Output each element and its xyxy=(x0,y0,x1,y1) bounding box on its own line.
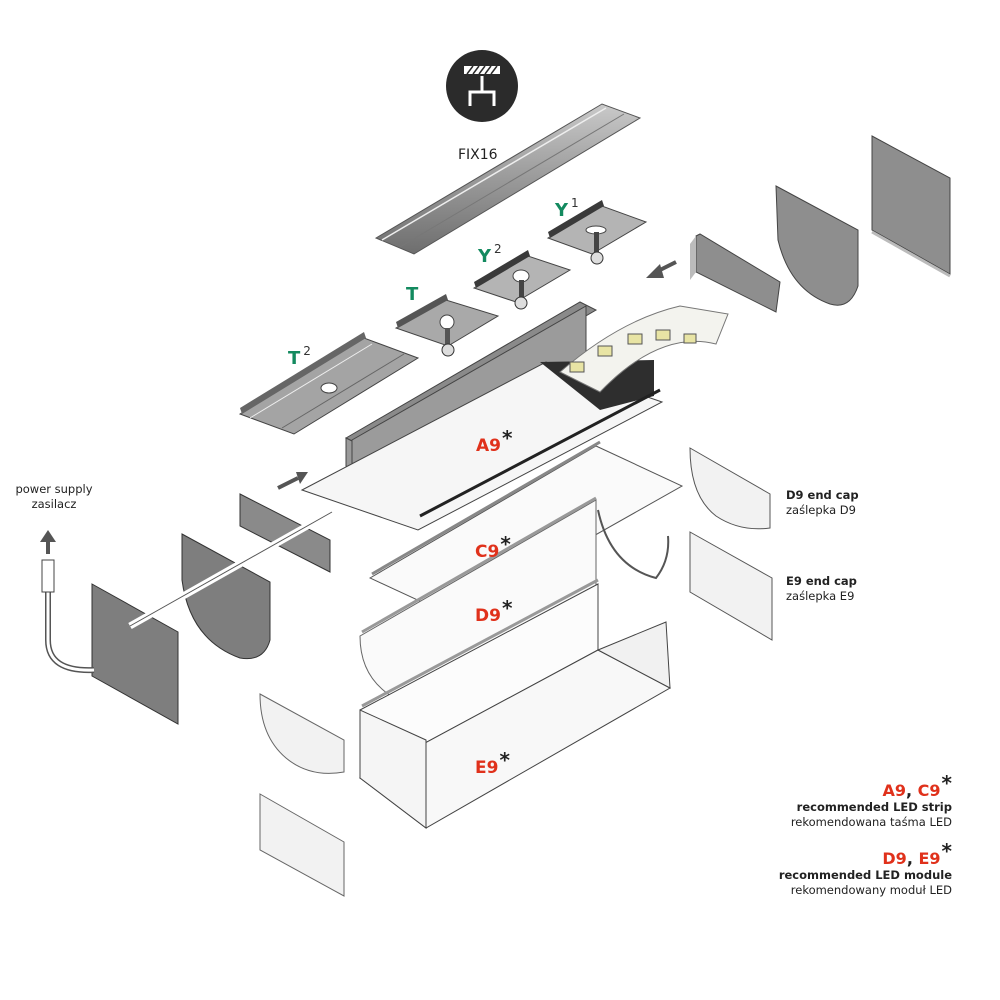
profile-code: A9 xyxy=(476,436,501,456)
end-cap-d9 xyxy=(689,447,771,530)
d9-cap-label: D9 end cap zaślepka D9 xyxy=(786,488,859,518)
legend-module-pl: rekomendowany moduł LED xyxy=(790,883,952,897)
bracket-sup: 1 xyxy=(571,196,579,210)
profile-code: E9 xyxy=(475,758,499,778)
profile-d9-label: D9* xyxy=(475,596,512,626)
profile-code: C9 xyxy=(475,542,500,562)
bracket-letter: Y xyxy=(478,246,492,267)
e9-cap-en: E9 end cap xyxy=(786,574,857,588)
insert-arrow xyxy=(646,260,677,278)
feed-cap-strip xyxy=(239,493,331,573)
end-cap-a9-small xyxy=(690,233,781,313)
cover-e9 xyxy=(359,578,672,830)
power-supply-en: power supply xyxy=(15,482,93,496)
bracket-y1 xyxy=(546,200,648,265)
legend-module-en: recommended LED module xyxy=(778,868,952,882)
bracket-letter: Y xyxy=(555,200,569,221)
fix16-label: FIX16 xyxy=(458,147,498,163)
legend-code: A9 xyxy=(882,781,906,800)
d9-cap-pl: zaślepka D9 xyxy=(786,503,856,517)
bracket-y2 xyxy=(472,250,572,310)
end-cap-d9-left xyxy=(259,693,345,774)
profile-e9-label: E9* xyxy=(475,748,510,778)
legend-strip-pl: rekomendowana taśma LED xyxy=(790,815,952,829)
end-cap-a9-round xyxy=(775,185,859,306)
ceiling-mount-icon xyxy=(446,50,518,122)
bracket-t-label: T xyxy=(406,284,418,305)
asterisk: * xyxy=(502,426,513,450)
e9-cap-label: E9 end cap zaślepka E9 xyxy=(786,574,857,604)
feed-cap-round xyxy=(181,533,271,660)
power-cable xyxy=(41,508,334,674)
bracket-letter: T xyxy=(406,284,419,305)
legend-led-module: D9, E9* recommended LED module rekomendo… xyxy=(760,841,952,898)
legend-code: D9 xyxy=(882,849,907,868)
end-cap-a9-square xyxy=(871,135,951,278)
bracket-t2 xyxy=(238,332,420,435)
legend-sep: , xyxy=(906,781,918,800)
bracket-letter: T xyxy=(288,348,301,369)
profile-code: D9 xyxy=(475,606,501,626)
legend-strip-en: recommended LED strip xyxy=(796,800,952,814)
insert-arrow-left xyxy=(277,472,308,490)
power-supply-label: power supply zasilacz xyxy=(6,482,102,512)
asterisk: * xyxy=(941,771,952,795)
asterisk: * xyxy=(500,532,511,556)
asterisk: * xyxy=(499,748,510,772)
power-arrow-up-icon xyxy=(40,530,56,554)
power-supply-pl: zasilacz xyxy=(31,497,77,511)
profile-c9-label: C9* xyxy=(475,532,511,562)
asterisk: * xyxy=(501,596,513,620)
legend-led-strip: A9, C9* recommended LED strip rekomendow… xyxy=(760,773,952,830)
legend-code: C9 xyxy=(917,781,941,800)
bracket-sup: 2 xyxy=(494,242,502,256)
d9-cap-en: D9 end cap xyxy=(786,488,859,502)
profile-a9-label: A9* xyxy=(476,426,512,456)
end-cap-e9 xyxy=(689,531,773,641)
e9-cap-pl: zaślepka E9 xyxy=(786,589,855,603)
fix16-profile xyxy=(374,103,642,255)
asterisk: * xyxy=(941,839,952,863)
end-cap-e9-left xyxy=(259,793,345,897)
bracket-sup: 2 xyxy=(303,344,311,358)
bracket-t xyxy=(394,294,500,357)
profile-a9 xyxy=(300,301,729,531)
legend-sep: , xyxy=(906,849,919,868)
legend-code: E9 xyxy=(918,849,941,868)
